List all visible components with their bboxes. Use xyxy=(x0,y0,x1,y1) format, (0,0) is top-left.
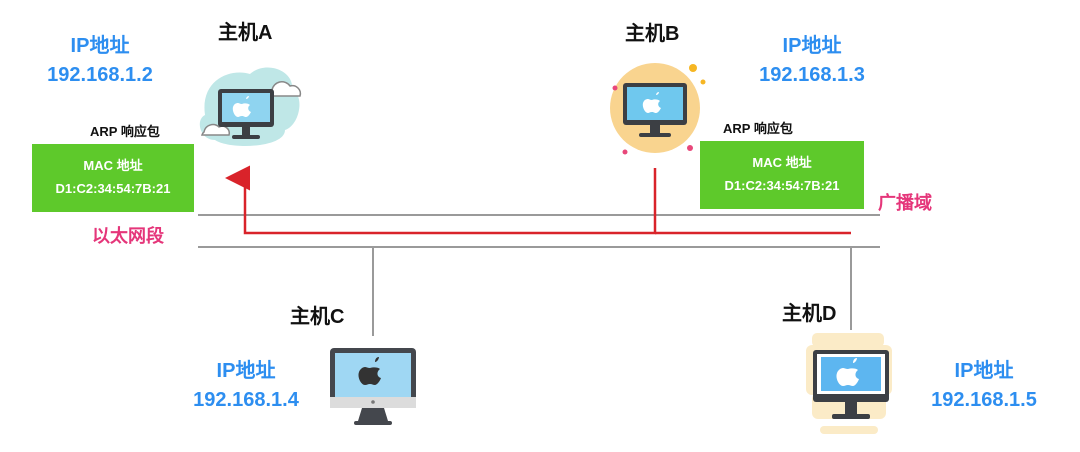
host-d-monitor-icon xyxy=(806,333,892,434)
host-c-imac-icon xyxy=(330,348,416,425)
host-a-mac-label: MAC 地址 xyxy=(83,158,143,173)
host-b-name: 主机B xyxy=(625,23,680,45)
host-a-mac-address: D1:C2:34:54:7B:21 xyxy=(55,181,171,196)
host-d-name: 主机D xyxy=(782,303,837,325)
host-c-ip-title: IP地址 xyxy=(216,360,276,382)
host-a-ip-block: IP地址 192.168.1.2 xyxy=(30,32,170,90)
host-d-ip-block: IP地址 192.168.1.5 xyxy=(914,357,1054,415)
host-d-ip-title: IP地址 xyxy=(954,360,1014,382)
host-b-ip-block: IP地址 192.168.1.3 xyxy=(742,32,882,90)
host-d-ip-address: 192.168.1.5 xyxy=(931,389,1037,411)
host-a-mac-box: MAC 地址 D1:C2:34:54:7B:21 xyxy=(32,144,194,212)
host-b-ip-address: 192.168.1.3 xyxy=(759,64,865,86)
arp-response-path xyxy=(225,165,657,235)
host-a-name: 主机A xyxy=(218,22,273,44)
host-b-mac-address: D1:C2:34:54:7B:21 xyxy=(724,178,840,193)
host-c-ip-block: IP地址 192.168.1.4 xyxy=(176,357,316,415)
host-c-name: 主机C xyxy=(290,306,345,328)
ethernet-segment-label: 以太网段 xyxy=(92,226,164,246)
host-a-ip-address: 192.168.1.2 xyxy=(47,64,153,86)
broadcast-domain-label: 广播域 xyxy=(878,193,932,213)
host-a-ip-title: IP地址 xyxy=(70,35,130,57)
host-c-ip-address: 192.168.1.4 xyxy=(193,389,299,411)
host-b-mac-label: MAC 地址 xyxy=(752,155,812,170)
host-b-mac-box: MAC 地址 D1:C2:34:54:7B:21 xyxy=(700,141,864,209)
host-b-ip-title: IP地址 xyxy=(782,35,842,57)
host-a-arp-title: ARP 响应包 xyxy=(90,124,160,139)
host-a-monitor-icon xyxy=(199,67,302,146)
host-b-monitor-icon xyxy=(610,63,706,155)
host-b-arp-title: ARP 响应包 xyxy=(723,121,793,136)
